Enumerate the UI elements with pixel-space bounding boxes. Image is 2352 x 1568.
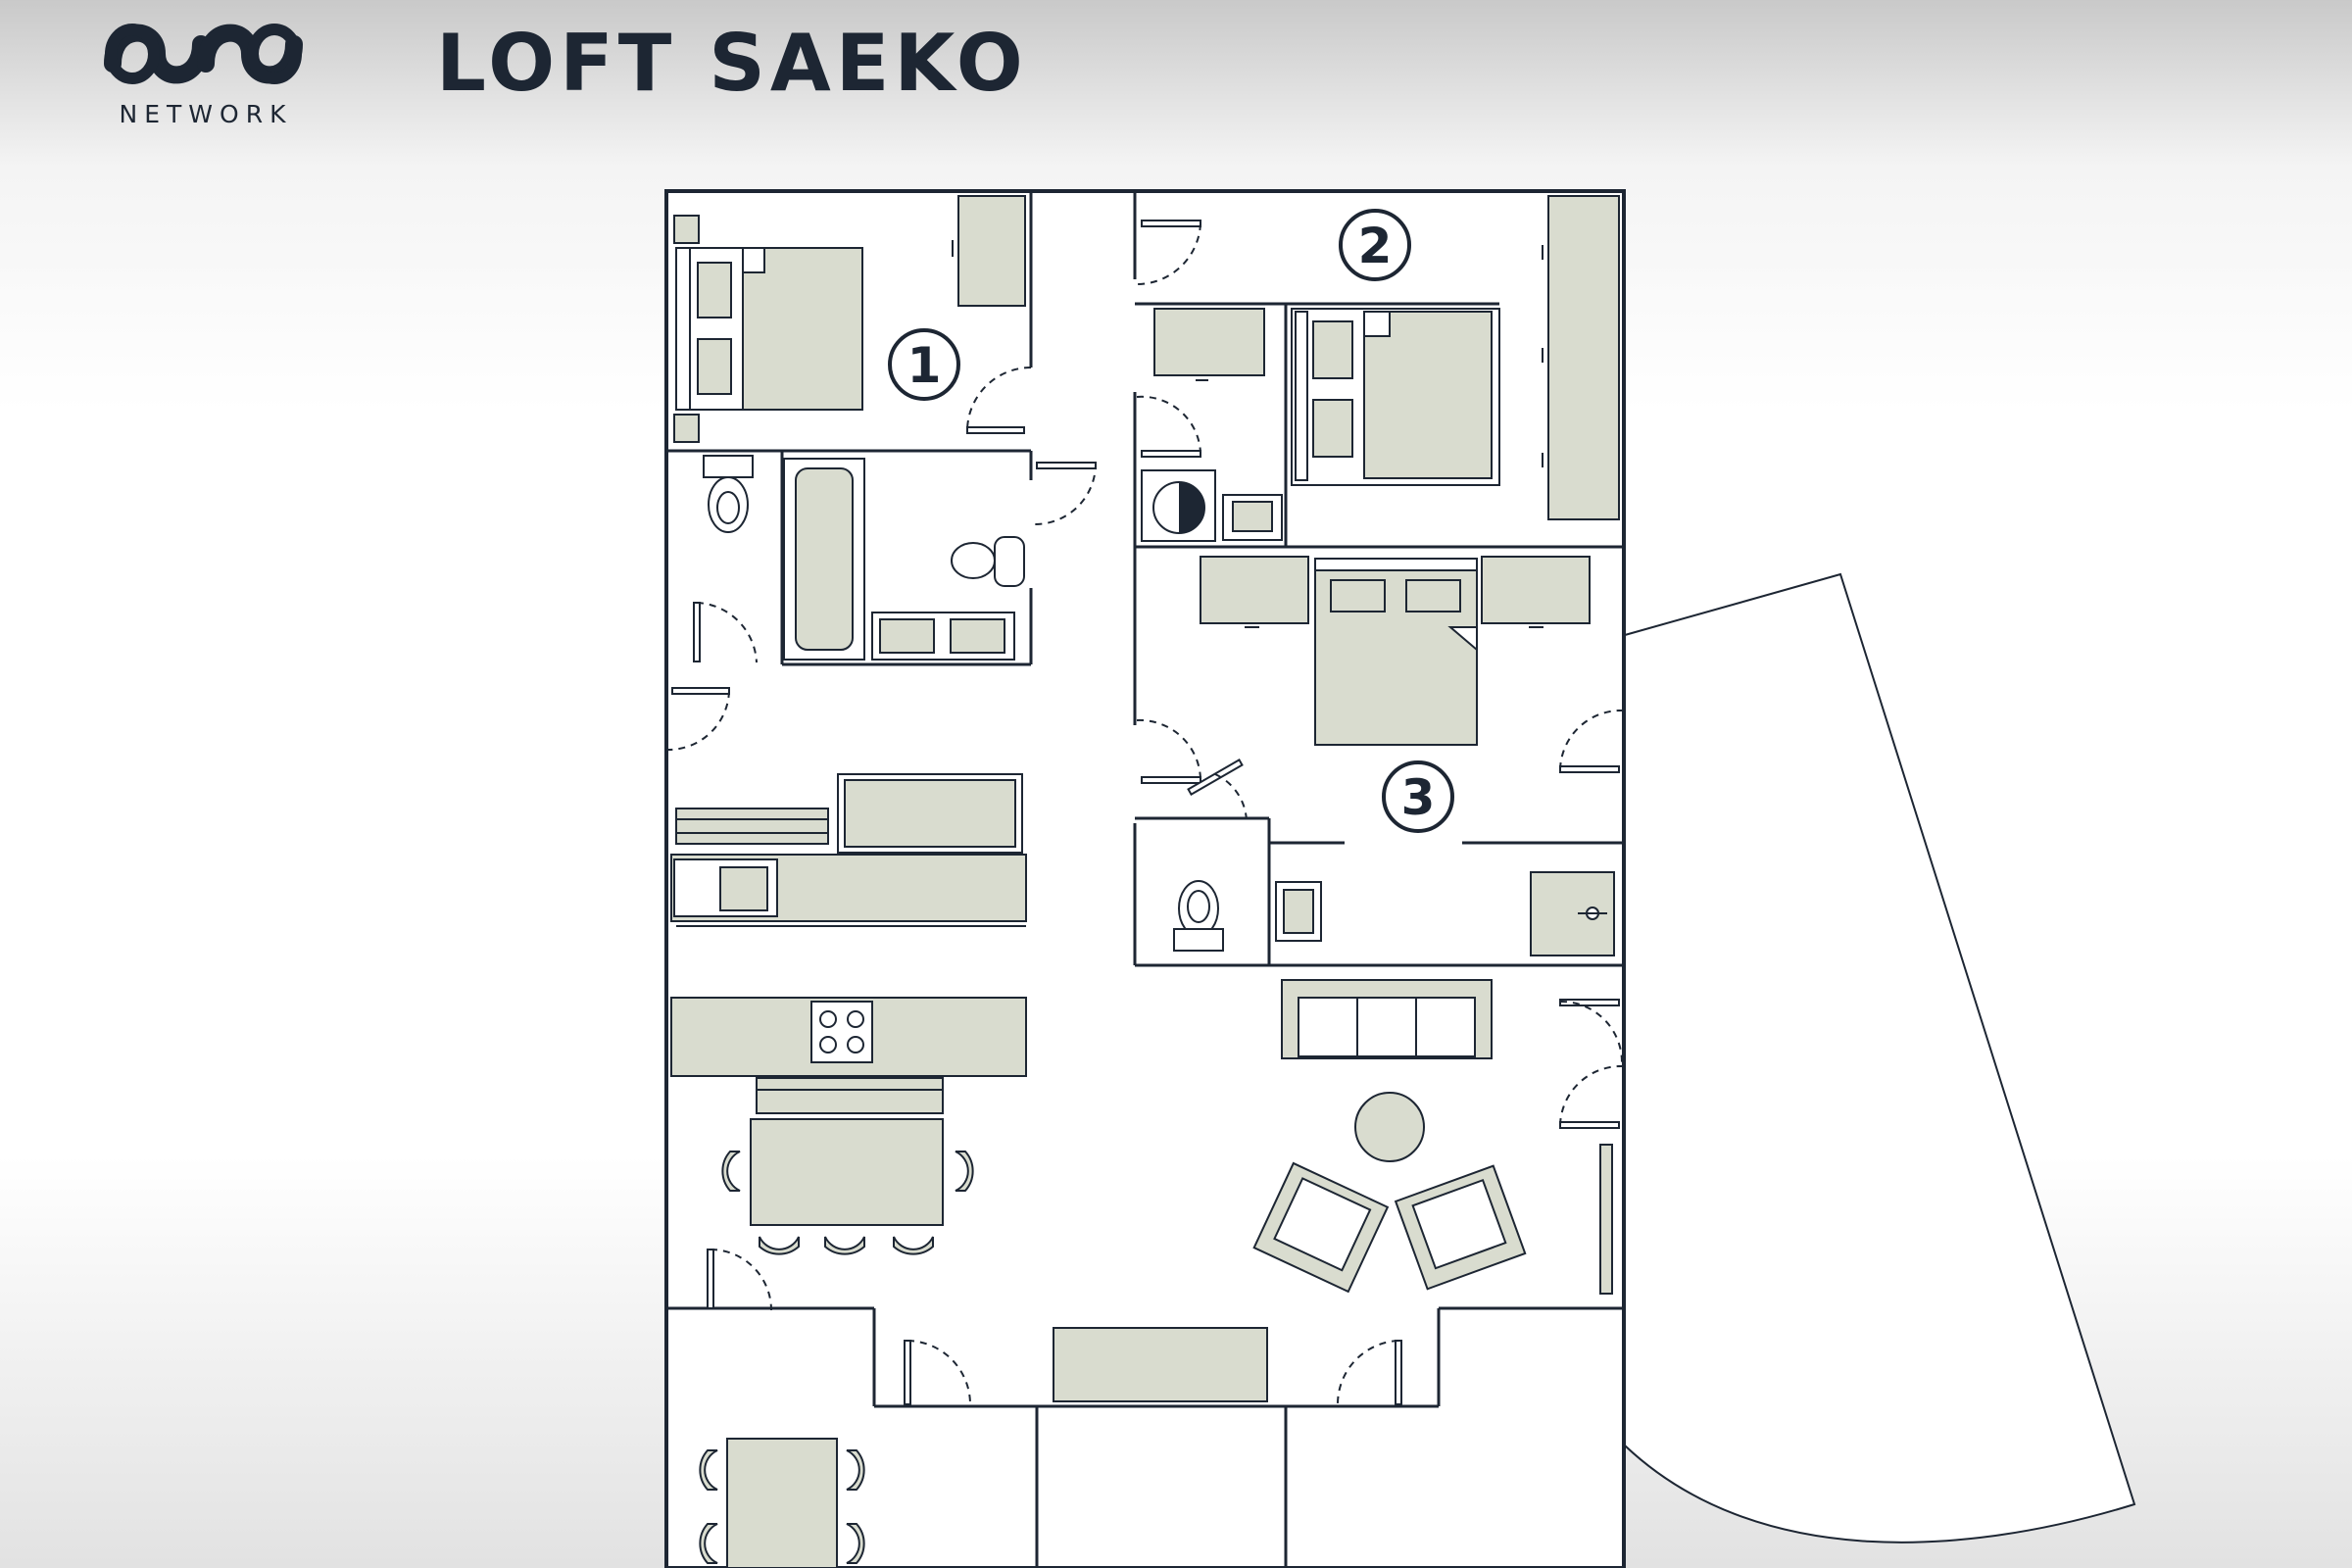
chair [846,1523,865,1564]
wardrobe [1547,195,1620,520]
utility-room [1141,308,1283,542]
room-number-badge [1382,760,1454,833]
pillow [697,338,732,395]
coffee-table [1354,1092,1425,1162]
chair [699,1449,718,1491]
bed-1 [742,247,863,411]
wardrobe [957,195,1026,307]
pillow [1312,320,1353,379]
dining-area [721,1077,974,1255]
bedroom-1-badge: 1 [888,328,960,401]
dresser [1481,556,1591,624]
pillow [1312,399,1353,458]
dresser [1200,556,1309,624]
bathroom-1 [703,455,1025,661]
bedroom-1 [673,195,1026,443]
room-number: 2 [1358,218,1393,274]
nightstand [673,414,700,443]
chair [846,1449,865,1491]
bed-2 [1363,311,1493,479]
chair [824,1236,865,1255]
nightstand [673,215,700,244]
interior-walls [666,191,1624,1568]
logo-text: NETWORK [119,100,293,128]
page-title: LOFT SAEKO [436,18,1028,109]
bedroom-3: 3 [1200,556,1591,833]
chair [955,1151,974,1192]
dining-table [750,1118,944,1226]
living-area [1053,979,1613,1402]
toilet [951,542,996,579]
brand-logo: NETWORK [98,10,323,128]
kitchen [670,773,1027,1077]
sideboard [1053,1327,1268,1402]
armchair [1394,1164,1527,1291]
dining-table [726,1438,838,1568]
bench [756,1077,944,1114]
room-number: 1 [907,337,942,394]
chair [721,1151,741,1192]
chair [759,1236,800,1255]
armchair [1252,1161,1390,1294]
lower-dining [699,1438,865,1568]
pillow [1330,579,1386,612]
logo-mark-icon [104,24,303,84]
room-number: 3 [1401,769,1436,826]
bed-headboard [675,247,691,411]
bedroom-2: 2 [1291,195,1620,520]
bench [675,808,829,845]
room-number-badge [888,328,960,401]
chair [893,1236,934,1255]
cabinet [1153,308,1265,376]
pillow [697,262,732,318]
tv [1599,1144,1613,1295]
terrace [1624,572,2136,1544]
chair [699,1523,718,1564]
pillow [1405,579,1461,612]
bathroom-3 [1173,871,1615,956]
room-number-badge [1339,209,1411,281]
doors [667,220,1624,1405]
cooktop [810,1001,873,1063]
